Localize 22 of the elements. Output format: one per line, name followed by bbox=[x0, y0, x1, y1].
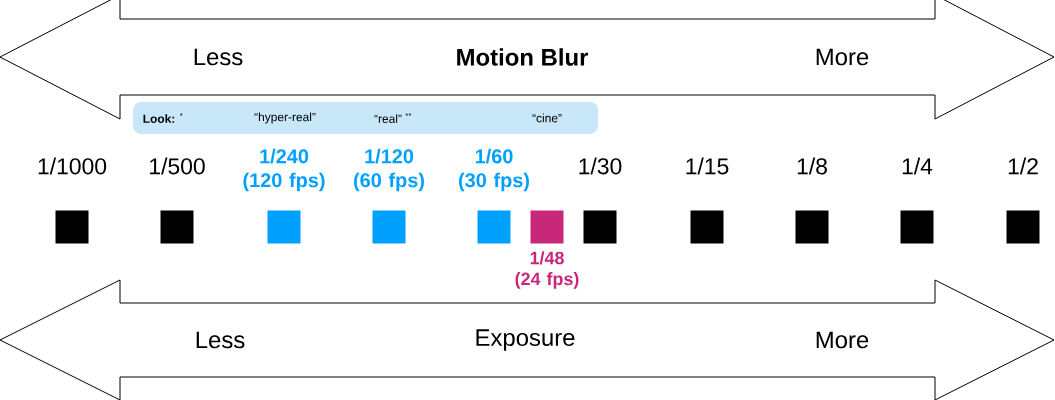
shutter-speed-label: 1/2 bbox=[1008, 157, 1038, 175]
arrow-label: Exposure bbox=[476, 329, 575, 351]
shutter-speed-label: 1/120 (60 fps) bbox=[354, 148, 424, 192]
shutter-speed-label: 1/4 bbox=[902, 157, 933, 175]
arrow-title: Motion Blur bbox=[457, 48, 589, 66]
look-label: “real” $^{**}$ bbox=[374, 113, 412, 123]
shutter-speed-label: 1/500 bbox=[150, 157, 205, 175]
arrow-label: Less bbox=[196, 331, 245, 349]
look-label: “cine” bbox=[532, 113, 562, 123]
shutter-speed-label: 1/8 bbox=[797, 157, 827, 175]
arrow-label: More bbox=[816, 48, 869, 66]
shutter-speed-label: 1/30 bbox=[579, 157, 622, 175]
shutter-speed-label: 1/60 (30 fps) bbox=[459, 148, 529, 192]
arrow-label: Less bbox=[194, 48, 243, 66]
shutter-speed-label: 1/15 bbox=[686, 157, 729, 175]
look-label: “hyper-real” bbox=[254, 112, 316, 124]
look-bar bbox=[133, 102, 598, 134]
arrow-label: More bbox=[816, 331, 869, 349]
look-label: Look: $^{*}$ bbox=[143, 113, 183, 123]
shutter-speed-label: 1/240 (120 fps) bbox=[243, 148, 325, 192]
shutter-speed-label: 1/1000 bbox=[38, 157, 107, 175]
shutter-speed-label: 1/48 (24 fps) bbox=[515, 251, 579, 289]
